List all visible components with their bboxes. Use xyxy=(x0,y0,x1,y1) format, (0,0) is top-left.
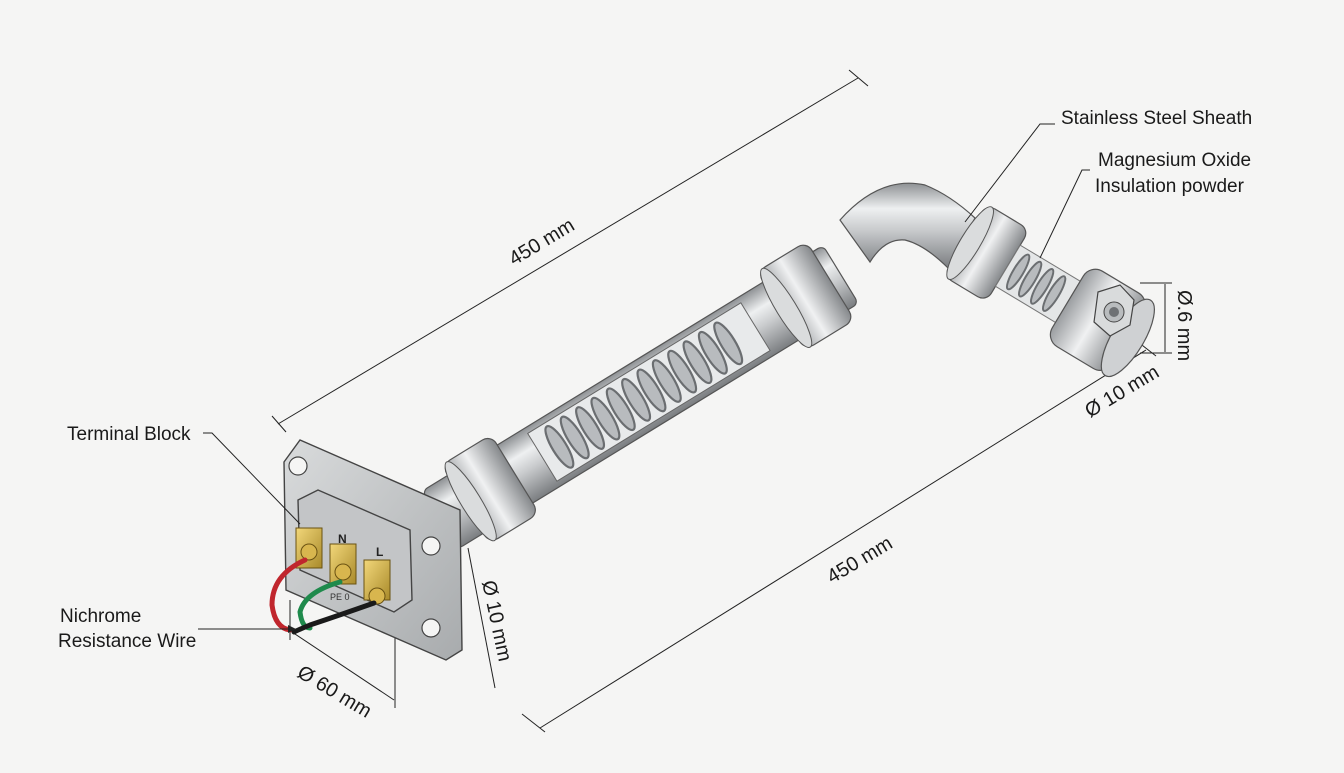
callout-leaders xyxy=(198,123,1090,630)
bolt-hole xyxy=(288,456,308,476)
dim-flange-width: Ø 60 mm xyxy=(293,661,375,722)
lead-wires xyxy=(269,557,377,635)
nichrome-coil xyxy=(544,321,744,469)
wire-arrowhead xyxy=(288,625,296,633)
callout-labels: Stainless Steel Sheath Magnesium Oxide I… xyxy=(58,108,1252,652)
terminal-label-l: L xyxy=(376,545,383,559)
dim-bottom-length: 450 mm xyxy=(823,532,896,588)
terminal-label-pe: PE 0 xyxy=(330,592,350,602)
terminal-label-n: N xyxy=(338,532,347,546)
bolt-hole xyxy=(421,618,441,638)
terminal-block: N L PE 0 xyxy=(295,489,413,613)
label-wire-line1: Nichrome xyxy=(60,606,141,627)
elbow-bend xyxy=(839,182,976,269)
label-wire-line2: Resistance Wire xyxy=(58,631,196,652)
dim-flange-dia: Ø 10 mm xyxy=(477,578,516,663)
label-sheath: Stainless Steel Sheath xyxy=(1061,108,1252,129)
terminal-screws xyxy=(295,527,391,605)
end-section xyxy=(946,206,1155,378)
dim-end-small-dia: Ø.6 mm xyxy=(1173,290,1195,361)
heater-assembly xyxy=(423,182,1155,548)
label-terminal-block: Terminal Block xyxy=(67,424,191,445)
main-tube xyxy=(423,244,857,548)
label-insulation-line1: Magnesium Oxide xyxy=(1098,150,1251,171)
label-insulation-line2: Insulation powder xyxy=(1095,176,1245,197)
bolt-hole xyxy=(421,536,441,556)
dim-top-length: 450 mm xyxy=(505,214,578,270)
